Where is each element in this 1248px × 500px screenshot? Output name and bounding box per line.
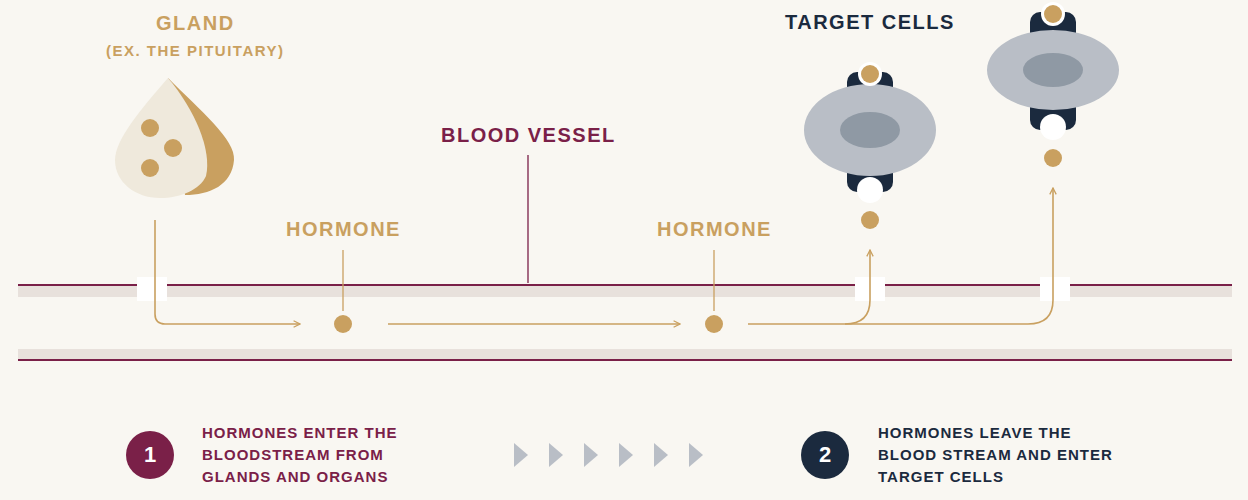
gland-subheading: (EX. THE PITUITARY) (106, 42, 285, 59)
callout-number: 1 (144, 442, 156, 468)
step-caption: HORMONES ENTER THE BLOODSTREAM FROM GLAN… (202, 422, 442, 488)
gland-node: GLAND (EX. THE PITUITARY) (80, 6, 310, 206)
target-cell (987, 2, 1119, 167)
step-circle: 2 (801, 431, 849, 479)
leader-line (713, 250, 714, 311)
blood-vessel (18, 277, 1232, 360)
gland-illustration (115, 78, 234, 198)
step-circle: 1 (126, 431, 174, 479)
chevrons (514, 443, 703, 467)
hormone-dot (334, 315, 352, 333)
leader-line (342, 250, 343, 311)
target-cell (804, 62, 936, 229)
hormone-dot (705, 315, 723, 333)
leader-line (527, 155, 528, 283)
target-cells-label: TARGET CELLS (785, 11, 955, 34)
gland-heading: GLAND (156, 12, 235, 35)
hormone-label: HORMONE (657, 218, 772, 241)
step-caption: HORMONES LEAVE THE BLOOD STREAM AND ENTE… (878, 422, 1118, 488)
hormone-path (155, 188, 1053, 324)
vessel-label: BLOOD VESSEL (441, 124, 616, 147)
hormone-label: HORMONE (286, 218, 401, 241)
callout-number: 2 (819, 442, 831, 468)
